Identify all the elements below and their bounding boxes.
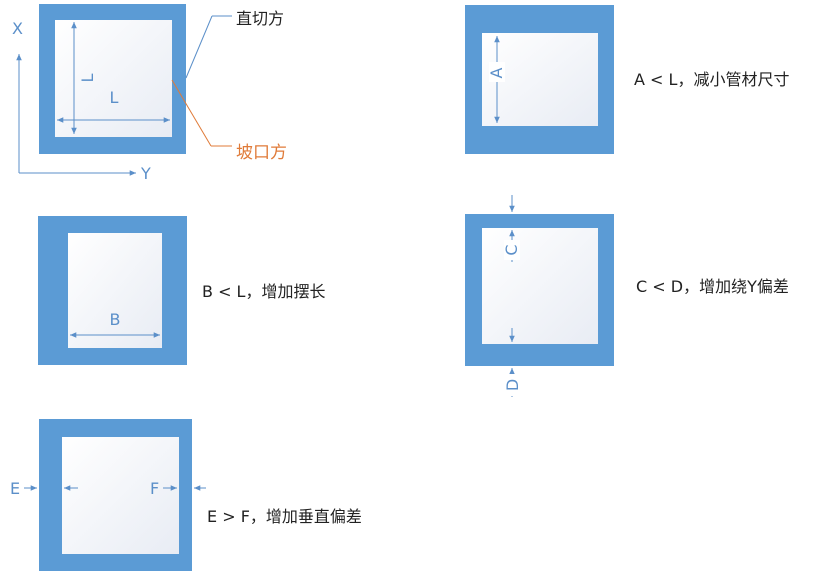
- coordinate-axes: X Y: [12, 19, 151, 183]
- straight-cut-label: 直切方: [236, 9, 284, 28]
- tube-inner-3: [68, 233, 162, 348]
- figure-3: B B < L，增加摆长: [38, 216, 325, 365]
- y-axis-label: Y: [140, 164, 151, 183]
- f-dimension-label: F: [150, 479, 159, 498]
- a-dimension-label: A: [487, 67, 506, 78]
- bevel-cut-label: 坡口方: [236, 143, 287, 163]
- figure-5: E F E > F，增加垂直偏差: [10, 419, 362, 571]
- tube-inner-1: [55, 20, 172, 137]
- length-dimension-label: L: [110, 88, 119, 107]
- straight-cut-leader: [185, 15, 213, 79]
- caption-3: B < L，增加摆长: [202, 282, 325, 301]
- b-dimension-label: B: [110, 310, 121, 329]
- figure-1: X Y L L 直切方 坡口方: [12, 4, 287, 183]
- figure-4: C D C < D，增加绕Y偏差: [465, 195, 789, 397]
- caption-2: A < L，减小管材尺寸: [634, 70, 789, 89]
- c-dimension-label: C: [502, 244, 521, 255]
- tube-inner-5: [62, 437, 179, 554]
- x-axis-label: X: [12, 19, 23, 38]
- height-dimension-label: L: [78, 73, 97, 82]
- d-label-bg: [504, 374, 520, 396]
- tube-inner-4: [482, 228, 598, 344]
- e-dimension-label: E: [10, 479, 20, 498]
- bevel-cut-leader: [171, 79, 212, 147]
- d-dimension-label: D: [503, 379, 522, 391]
- caption-4: C < D，增加绕Y偏差: [636, 277, 789, 296]
- c-label-bg: [504, 240, 520, 260]
- a-label-bg: [489, 62, 505, 82]
- figure-2: A A < L，减小管材尺寸: [465, 5, 789, 154]
- caption-5: E > F，增加垂直偏差: [207, 507, 362, 526]
